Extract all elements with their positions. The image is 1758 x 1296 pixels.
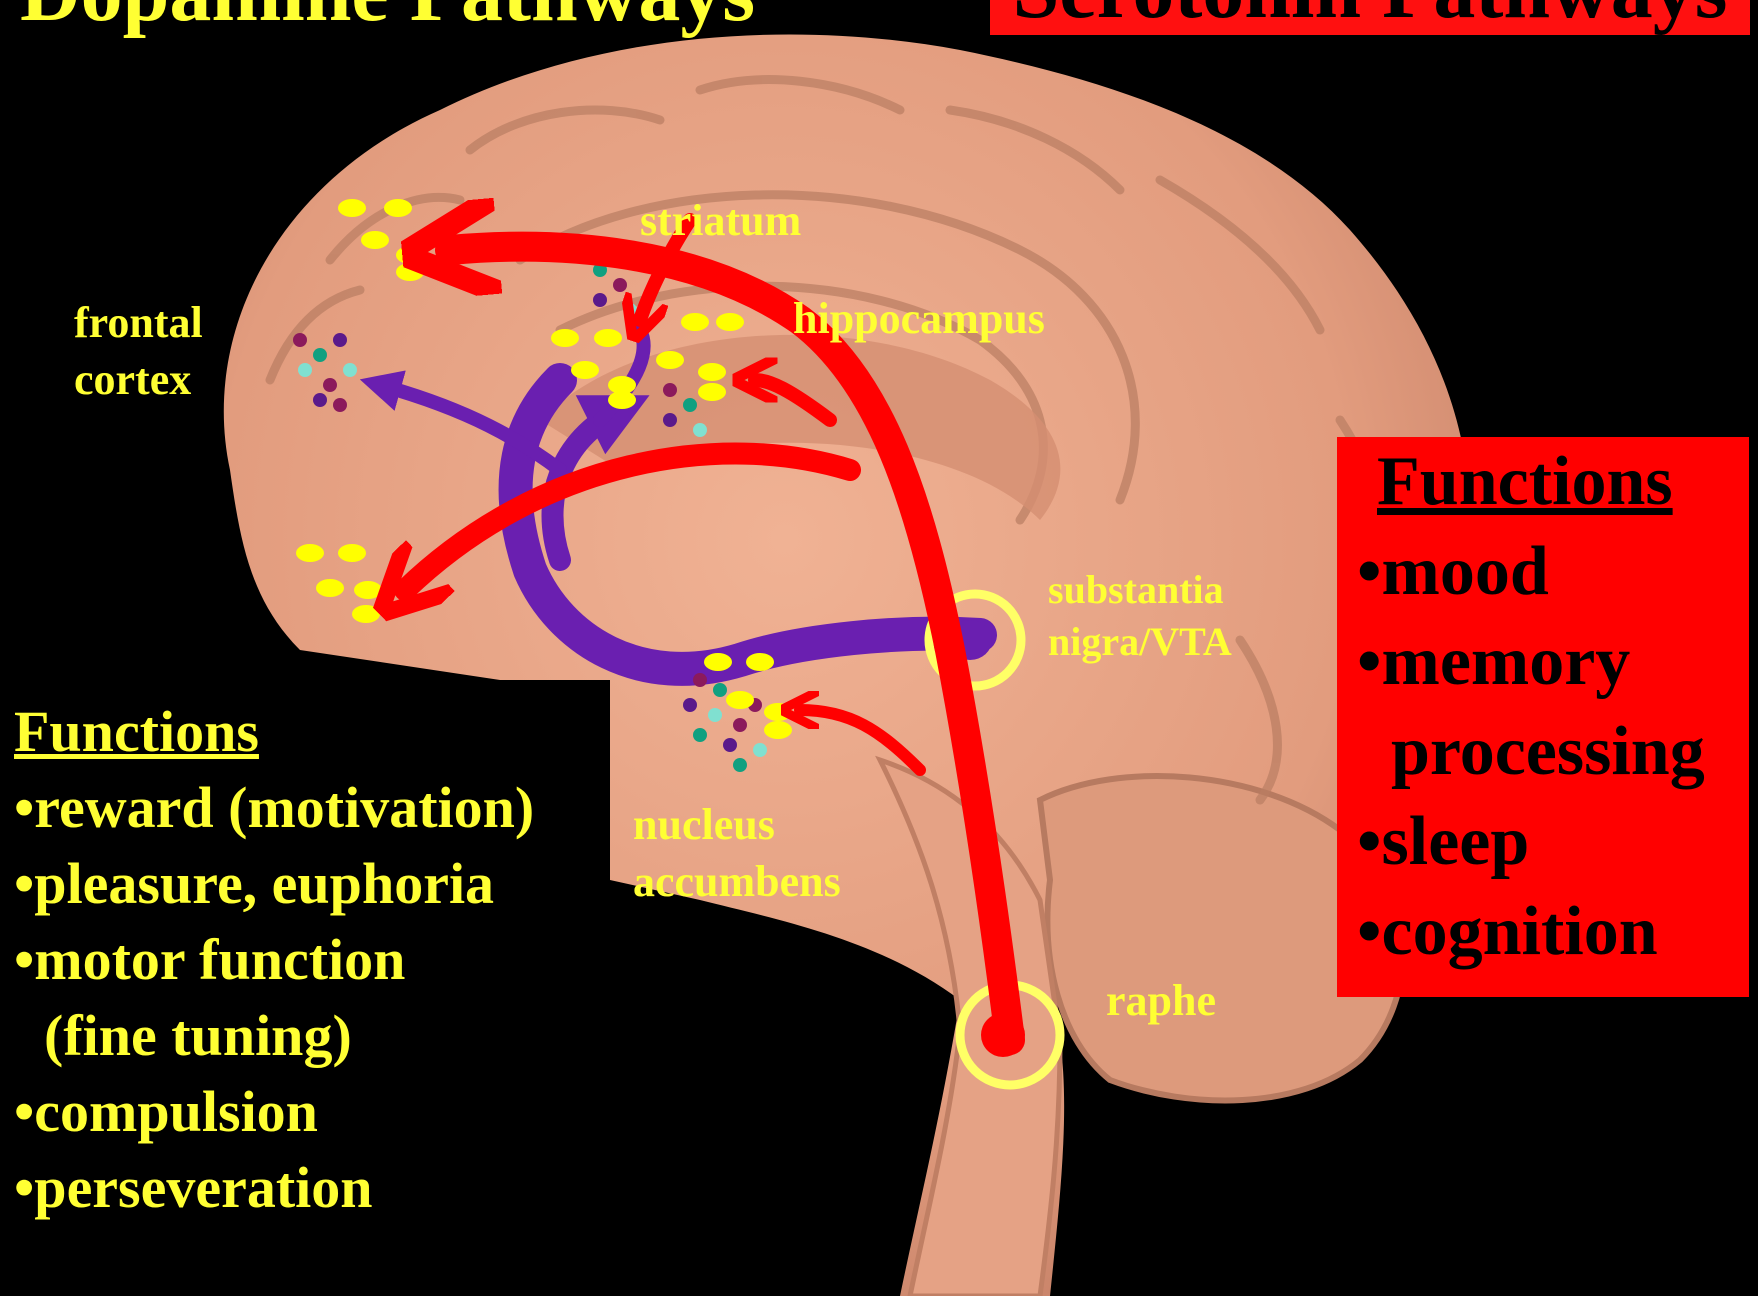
dopamine-function-item: •compulsion bbox=[14, 1074, 534, 1150]
dopamine-function-item: (fine tuning) bbox=[14, 998, 534, 1074]
substantia-nigra-line-2: nigra/VTA bbox=[1048, 616, 1232, 668]
raphe-node bbox=[981, 1013, 1025, 1057]
dopamine-function-item: •perseveration bbox=[14, 1150, 534, 1226]
dopamine-functions-heading: Functions bbox=[14, 694, 534, 770]
dopamine-functions: Functions •reward (motivation) •pleasure… bbox=[14, 694, 534, 1226]
frontal-cortex-line-2: cortex bbox=[74, 351, 203, 408]
serotonin-functions: Functions •mood •memory processing •slee… bbox=[1337, 437, 1749, 997]
dopamine-function-item: •pleasure, euphoria bbox=[14, 846, 534, 922]
dopamine-function-item: •reward (motivation) bbox=[14, 770, 534, 846]
dopamine-title: Dopamine Pathways bbox=[20, 0, 755, 41]
frontal-cortex-line-1: frontal bbox=[74, 294, 203, 351]
serotonin-function-item: •cognition bbox=[1357, 887, 1749, 977]
serotonin-function-item: •sleep bbox=[1357, 797, 1749, 887]
serotonin-title: Serotonin Pathways bbox=[990, 0, 1750, 35]
substantia-nigra-label: substantia nigra/VTA bbox=[1048, 564, 1232, 668]
raphe-label: raphe bbox=[1106, 972, 1216, 1029]
serotonin-function-item: •memory bbox=[1357, 617, 1749, 707]
serotonin-function-item: •mood bbox=[1357, 527, 1749, 617]
hippocampus-label: hippocampus bbox=[793, 290, 1045, 347]
serotonin-functions-heading: Functions bbox=[1357, 437, 1749, 527]
dopamine-function-item: •motor function bbox=[14, 922, 534, 998]
striatum-label: striatum bbox=[640, 192, 801, 249]
nucleus-accumbens-line-2: accumbens bbox=[633, 853, 841, 910]
serotonin-function-item: processing bbox=[1357, 707, 1749, 797]
substantia-nigra-line-1: substantia bbox=[1048, 564, 1232, 616]
nucleus-accumbens-line-1: nucleus bbox=[633, 796, 841, 853]
nucleus-accumbens-label: nucleus accumbens bbox=[633, 796, 841, 910]
frontal-cortex-label: frontal cortex bbox=[74, 294, 203, 408]
